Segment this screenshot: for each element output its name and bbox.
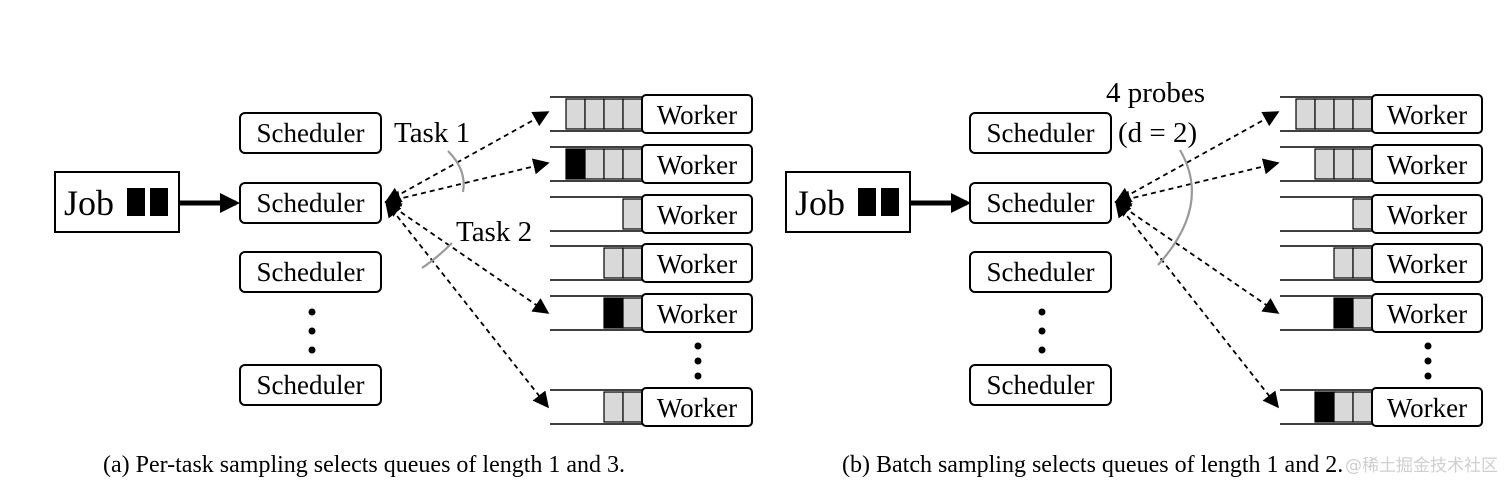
job-box: Job <box>785 171 911 233</box>
scheduler-label: Scheduler <box>257 257 365 287</box>
scheduler-box: Scheduler <box>969 364 1112 406</box>
scheduler-box: Scheduler <box>239 182 382 224</box>
worker-label: Worker <box>1387 393 1467 423</box>
worker-label: Worker <box>657 200 737 230</box>
worker-label: Worker <box>1387 200 1467 230</box>
job-task-block <box>150 188 168 216</box>
job-task-block <box>858 188 876 216</box>
worker-label: Worker <box>657 393 737 423</box>
worker-row: Worker <box>550 387 753 427</box>
worker-label: Worker <box>1387 299 1467 329</box>
caption-a: (a) Per-task sampling selects queues of … <box>103 452 625 478</box>
scheduler-ellipsis <box>1038 308 1046 354</box>
worker-row: Worker <box>550 144 753 184</box>
worker-label: Worker <box>657 249 737 279</box>
scheduler-label: Scheduler <box>987 257 1095 287</box>
worker-ellipsis <box>1424 342 1432 380</box>
caption-b: (b) Batch sampling selects queues of len… <box>842 452 1343 478</box>
worker-label: Worker <box>1387 150 1467 180</box>
job-task-block <box>881 188 899 216</box>
worker-label: Worker <box>657 100 737 130</box>
panel-a: Job Scheduler Scheduler Scheduler Schedu… <box>54 94 753 478</box>
scheduler-box: Scheduler <box>969 112 1112 154</box>
scheduler-box: Scheduler <box>239 251 382 293</box>
job-box: Job <box>54 171 180 233</box>
worker-row: Worker <box>550 293 753 333</box>
scheduler-label: Scheduler <box>987 188 1095 218</box>
scheduler-ellipsis <box>308 308 316 354</box>
scheduler-box: Scheduler <box>969 182 1112 224</box>
job-task-block <box>127 188 145 216</box>
worker-row: Worker <box>1280 243 1483 283</box>
watermark: @稀土掘金技术社区 <box>1345 456 1498 476</box>
job-label: Job <box>795 183 845 223</box>
worker-row: Worker <box>1280 144 1483 184</box>
worker-row: Worker <box>550 194 753 234</box>
scheduler-box: Scheduler <box>239 112 382 154</box>
worker-row: Worker <box>1280 387 1483 427</box>
probes-label: 4 probes <box>1106 77 1205 109</box>
scheduler-label: Scheduler <box>257 370 365 400</box>
task2-arc <box>421 242 453 269</box>
scheduler-label: Scheduler <box>257 118 365 148</box>
worker-label: Worker <box>657 150 737 180</box>
task1-arc <box>447 150 465 193</box>
task1-label: Task 1 <box>394 117 470 149</box>
worker-row: Worker <box>550 94 753 134</box>
d-label: (d = 2) <box>1118 117 1197 149</box>
worker-label: Worker <box>657 299 737 329</box>
task2-label: Task 2 <box>456 216 532 248</box>
worker-row: Worker <box>1280 293 1483 333</box>
worker-row: Worker <box>1280 94 1483 134</box>
scheduler-box: Scheduler <box>239 364 382 406</box>
probes-arc <box>1157 149 1193 266</box>
worker-ellipsis <box>694 342 702 380</box>
scheduler-box: Scheduler <box>969 251 1112 293</box>
worker-row: Worker <box>550 243 753 283</box>
scheduler-label: Scheduler <box>257 188 365 218</box>
scheduler-label: Scheduler <box>987 370 1095 400</box>
job-label: Job <box>64 183 114 223</box>
probe-arrows <box>384 111 550 409</box>
probe-arrows <box>1114 111 1280 409</box>
worker-row: Worker <box>1280 194 1483 234</box>
panel-b: Job Scheduler Scheduler Scheduler Schedu… <box>785 77 1483 478</box>
scheduler-label: Scheduler <box>987 118 1095 148</box>
worker-label: Worker <box>1387 249 1467 279</box>
worker-label: Worker <box>1387 100 1467 130</box>
